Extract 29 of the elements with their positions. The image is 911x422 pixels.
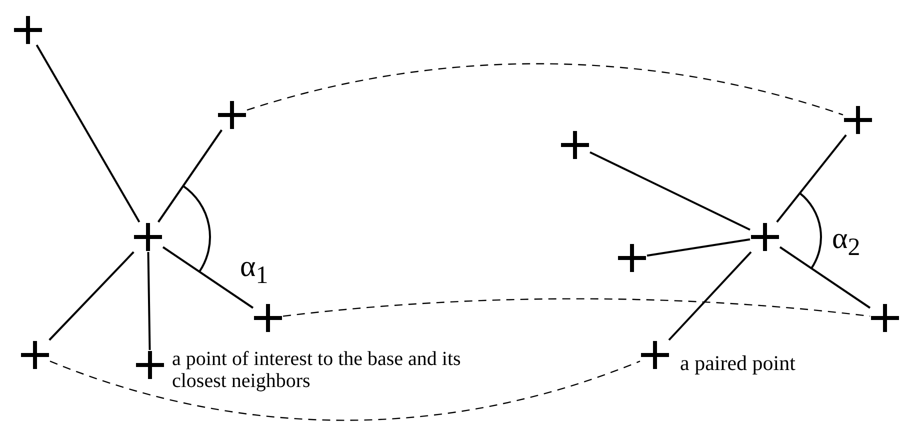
cross-mark: [20, 340, 50, 370]
dashed-curve: [246, 63, 844, 116]
connector-line: [779, 246, 871, 309]
connector-line: [36, 44, 140, 222]
cross-mark: [13, 15, 43, 45]
connector-line: [776, 134, 847, 223]
dashed-curve: [282, 298, 870, 317]
angle-label: α$_{2}$: [832, 222, 860, 262]
cross-mark: [560, 130, 590, 160]
connector-line: [48, 251, 134, 341]
annotation-text: a paired point: [680, 352, 796, 376]
connector-line: [590, 151, 750, 231]
connector-line: [646, 238, 750, 257]
cross-mark: [843, 105, 873, 135]
connector-line: [162, 246, 254, 309]
angle-label: α$_{1}$: [240, 250, 268, 290]
dashed-curve: [50, 360, 640, 421]
cross-mark: [253, 303, 283, 333]
connector-line: [147, 252, 151, 350]
connector-line: [668, 251, 752, 341]
connector-line: [158, 129, 222, 223]
cross-mark: [217, 100, 247, 130]
annotation-text: a point of interest to the base and its closest neighbors: [172, 348, 462, 392]
cross-mark: [750, 222, 780, 252]
cross-mark: [617, 243, 647, 273]
cross-mark: [870, 303, 900, 333]
cross-mark: [133, 222, 163, 252]
cross-mark: [135, 350, 165, 380]
cross-mark: [640, 340, 670, 370]
